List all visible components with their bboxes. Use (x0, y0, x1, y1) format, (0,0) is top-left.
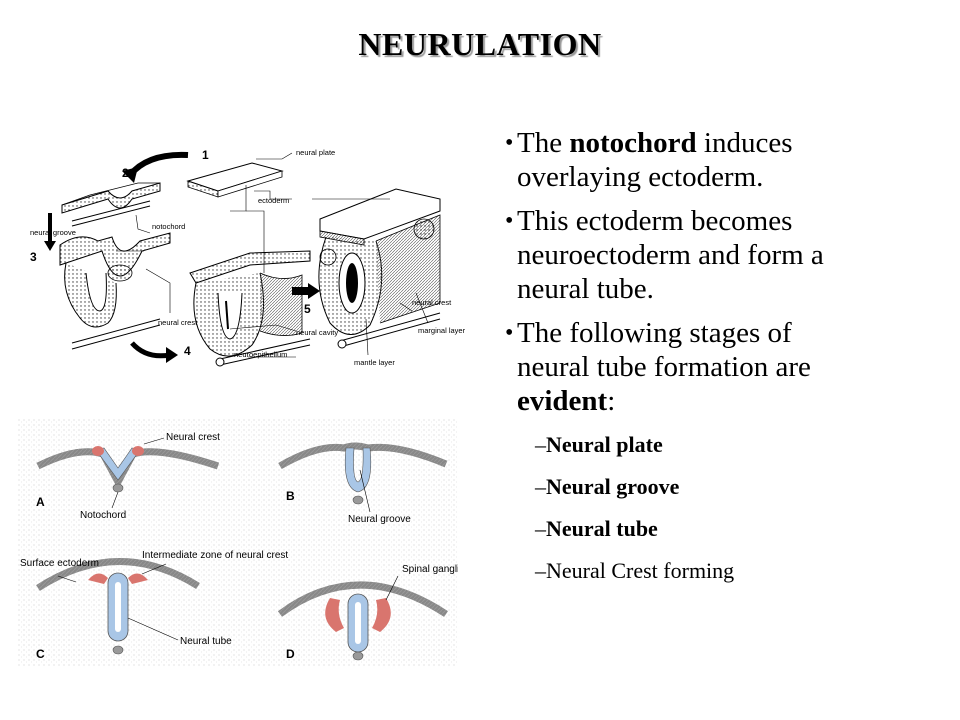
bullet3-bold-evident: evident (517, 385, 608, 417)
label-spinal-ganglion-text: Spinal ganglion (402, 564, 458, 575)
sub-label-neural-groove: Neural groove (546, 474, 680, 499)
label-intermediate-zone-c: Intermediate zone of neural crest (142, 550, 288, 561)
stage-arrows (44, 151, 320, 363)
panel-c (36, 558, 200, 655)
stage-number-4: 4 (184, 344, 191, 358)
label-neural-crest-left: neural crest (158, 318, 198, 327)
label-marginal-layer: marginal layer (418, 326, 466, 335)
bullet2-line3: neural tube. (517, 273, 654, 305)
bullet-dot: • (505, 208, 514, 234)
bullet1-text-pre: The (517, 127, 570, 159)
sub-dash: – (535, 474, 546, 499)
panel-d (277, 575, 448, 661)
bullet3-colon: : (607, 385, 616, 417)
label-mantle-layer: mantle layer (354, 358, 395, 367)
bullet2-line2: neuroectoderm and form a (517, 239, 824, 271)
label-neural-plate: neural plate (296, 148, 335, 157)
sub-item-neural-crest: –Neural Crest forming (535, 556, 945, 586)
bullet-dot: • (505, 320, 514, 346)
bullet1-line2: overlaying ectoderm. (517, 161, 764, 193)
bullet2-line1: This ectoderm becomes (517, 205, 793, 237)
label-surface-ectoderm-c: Surface ectoderm (20, 558, 99, 569)
sub-dash: – (535, 432, 546, 457)
label-neural-tube-c: Neural tube (180, 636, 232, 647)
sub-label-neural-plate: Neural plate (546, 432, 663, 457)
bullet-stages: • The following stages of neural tube fo… (505, 316, 945, 418)
panel-b (278, 442, 448, 513)
stage3-neural-groove (59, 232, 171, 350)
label-notochord-a: Notochord (80, 510, 126, 521)
bullet3-line3: evident: (517, 384, 945, 418)
label-spinal-ganglion-d: Spinal ganglion (402, 564, 458, 575)
sub-item-neural-plate: –Neural plate (535, 430, 945, 460)
bullet-notochord: • The notochord induces overlaying ectod… (505, 126, 945, 194)
stage2-neural-folds (61, 182, 161, 227)
neural-tube-panels-diagram: A B C D Neural crest Notochord Neural gr… (18, 418, 458, 666)
stage4-tube-closing (189, 250, 311, 367)
stage-number-3: 3 (30, 250, 37, 264)
panel-letter-b: B (286, 489, 295, 503)
slide-title: NEURULATION (358, 26, 602, 62)
sub-item-neural-groove: –Neural groove (535, 472, 945, 502)
label-notochord: notochord (152, 222, 185, 231)
leader-lines (116, 152, 429, 358)
label-neural-crest-right: neural crest (412, 298, 452, 307)
label-neural-groove-b: Neural groove (348, 514, 411, 525)
bullet3-line2: neural tube formation are (517, 351, 811, 383)
panel-a (36, 437, 220, 509)
neurulation-stages-diagram: 1 2 3 4 5 neural plate ectoderm notochor… (30, 148, 466, 367)
panel-letter-d: D (286, 647, 295, 661)
stage-number-2: 2 (122, 166, 129, 180)
label-neural-groove: neural groove (30, 228, 76, 237)
panel-letter-a: A (36, 495, 45, 509)
label-intermediate-zone-text: Intermediate zone of neural crest (142, 550, 288, 561)
stage1-neural-plate (186, 162, 284, 198)
stage5-neural-tube (318, 188, 441, 349)
sub-dash: – (535, 558, 546, 583)
bullet-dot: • (505, 130, 514, 156)
label-neural-cavity: neural cavity (296, 328, 338, 337)
sub-item-neural-tube: –Neural tube (535, 514, 945, 544)
label-surface-ectoderm-text: Surface ectoderm (20, 558, 99, 569)
sub-label-neural-tube: Neural tube (546, 516, 658, 541)
label-neural-groove-text: neural groove (30, 228, 76, 237)
panel-letter-c: C (36, 647, 45, 661)
stage-sublist: –Neural plate –Neural groove –Neural tub… (505, 430, 945, 586)
bullet1-text-post: induces (696, 127, 793, 159)
bullet-neuroectoderm: • This ectoderm becomes neuroectoderm an… (505, 204, 945, 306)
label-neural-crest-a: Neural crest (166, 432, 220, 443)
label-ectoderm: ectoderm (258, 196, 289, 205)
bullet1-bold-notochord: notochord (569, 127, 697, 159)
bullet-list: • The notochord induces overlaying ectod… (505, 126, 945, 598)
sub-dash: – (535, 516, 546, 541)
stage-number-5: 5 (304, 302, 311, 316)
bullet3-line1: The following stages of (517, 317, 792, 349)
stage-number-1: 1 (202, 148, 209, 162)
label-neuroepithelium: neuroepithelium (234, 350, 287, 359)
sub-label-neural-crest: Neural Crest forming (546, 558, 735, 583)
